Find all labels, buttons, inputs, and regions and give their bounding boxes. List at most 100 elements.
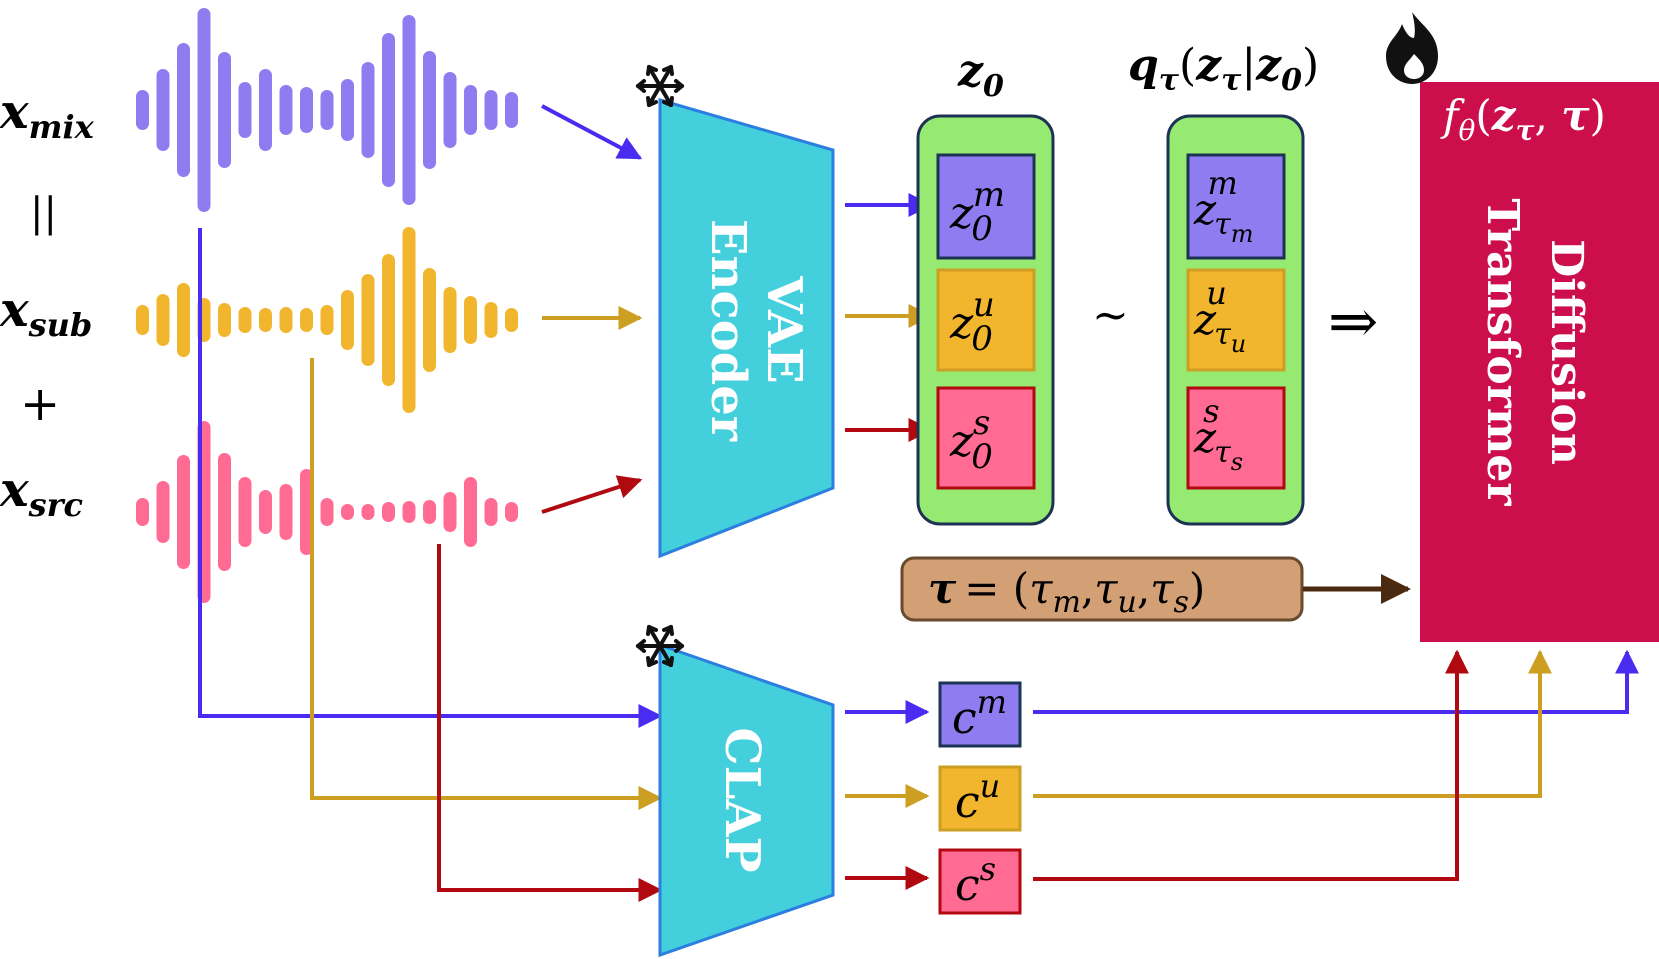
waveform-bar — [300, 87, 313, 133]
waveform-bar — [505, 308, 518, 332]
vae-encoder-label-vae: VAE — [756, 275, 812, 383]
z0-title: z0 — [957, 46, 1004, 104]
waveform-bar — [402, 501, 416, 523]
waveform-bar — [341, 79, 354, 141]
plus-symbol: + — [20, 376, 60, 432]
waveform-bar — [443, 72, 457, 148]
waveform-bar — [320, 90, 334, 130]
vae-encoder-label-encoder: Encoder — [700, 219, 756, 442]
src-to-clap-arrow — [437, 544, 663, 902]
z0-u-label: z0u — [949, 285, 995, 359]
waveform-bar — [423, 51, 436, 169]
waveform-bar — [218, 453, 231, 571]
waveform-bar — [300, 308, 313, 332]
vae-snowflake-icon — [636, 65, 684, 107]
cm-to-dit-arrow — [1033, 649, 1639, 714]
mix-to-vae-arrow — [541, 104, 643, 160]
q-u-label: zτuu — [1193, 274, 1246, 358]
clap-encoder: CLAP — [658, 642, 835, 958]
waveform-bar — [402, 15, 416, 205]
waveform-bar — [279, 85, 293, 135]
waveform-bar — [279, 307, 293, 333]
waveform-bar — [156, 294, 170, 346]
waveform-bar — [341, 504, 354, 520]
equals-symbol: || — [30, 190, 57, 236]
dit-label-transformer: Transformer — [1477, 198, 1528, 506]
waveform-bar — [464, 85, 477, 135]
waveform-bar — [423, 500, 436, 524]
waveform-bar — [136, 305, 149, 335]
sub-to-clap-arrow — [310, 358, 663, 810]
c-m-label: cm — [952, 683, 1007, 744]
clap-snowflake-icon — [636, 625, 684, 667]
waveform-bar — [484, 302, 498, 338]
waveform-bar — [156, 481, 170, 543]
c-s-label: cs — [955, 850, 996, 911]
z0-m-box — [936, 153, 1036, 260]
clap-label: CLAP — [714, 727, 770, 872]
waveform-bar — [361, 62, 375, 158]
waveform-bar — [484, 90, 498, 130]
z0-s-label: z0s — [949, 403, 993, 477]
mix-to-clap-arrow — [198, 228, 663, 728]
sub-waveform — [136, 227, 518, 413]
q-s-box — [1186, 386, 1286, 490]
q-m-label: zτmm — [1193, 164, 1254, 248]
tau-label: τ= (τm,τu,τs) — [928, 564, 1205, 620]
mix-waveform — [136, 8, 518, 212]
waveform-bar — [423, 268, 436, 372]
q-title: qτ(zτ|z0) — [1128, 40, 1319, 98]
waveform-bar — [300, 469, 313, 555]
waveform-bar — [279, 484, 293, 540]
waveform-bar — [218, 303, 231, 337]
src-waveform — [136, 421, 518, 603]
q-m-box — [1186, 153, 1286, 260]
z0-u-box — [936, 268, 1036, 372]
waveform-bar — [136, 90, 149, 130]
waveform-bar — [238, 477, 252, 547]
z0-s-box — [936, 386, 1036, 490]
dit-label-diffusion: Diffusion — [1541, 239, 1592, 465]
x-mix-label: xmix — [0, 84, 95, 146]
implies-symbol: ⇒ — [1328, 287, 1378, 357]
waveform-bar — [320, 498, 334, 526]
cu-to-dit-arrow — [1033, 649, 1552, 798]
q-s-label: zτss — [1193, 392, 1243, 476]
waveform-bar — [443, 492, 457, 532]
waveform-bar — [361, 274, 375, 366]
c-u-label: cu — [955, 767, 1000, 828]
waveform-bar — [464, 477, 477, 547]
c-s-box — [938, 848, 1022, 915]
waveform-bar — [238, 82, 252, 138]
waveform-bar — [259, 69, 272, 151]
z0-m-label: z0m — [949, 175, 1005, 249]
waveform-bar — [197, 8, 211, 212]
dit-function-label: fθ(zτ, τ) — [1440, 91, 1606, 147]
waveform-bar — [443, 287, 457, 353]
waveform-bar — [259, 308, 272, 332]
tilde-symbol: ~ — [1092, 290, 1129, 341]
vae-encoder: VAE Encoder — [658, 98, 835, 559]
waveform-bar — [505, 502, 518, 522]
diffusion-transformer: fθ(zτ, τ) Transformer Diffusion — [1420, 82, 1659, 642]
waveform-bar — [464, 296, 477, 344]
c-u-box — [938, 765, 1022, 832]
waveform-bar — [177, 43, 190, 177]
waveform-bar — [402, 227, 416, 413]
waveform-bar — [382, 254, 395, 386]
waveform-bar — [218, 52, 231, 168]
x-sub-label: xsub — [0, 282, 92, 344]
flame-icon — [1386, 12, 1438, 84]
waveform-bar — [361, 504, 375, 520]
waveform-bar — [136, 498, 149, 526]
waveform-bar — [259, 490, 272, 534]
q-u-box — [1186, 268, 1286, 372]
c-m-box — [938, 681, 1022, 748]
waveform-bar — [177, 283, 190, 357]
waveform-bar — [238, 307, 252, 333]
waveform-bar — [382, 33, 395, 187]
waveform-bar — [341, 290, 354, 350]
src-to-vae-arrow — [541, 475, 643, 514]
tau-box — [900, 556, 1304, 622]
